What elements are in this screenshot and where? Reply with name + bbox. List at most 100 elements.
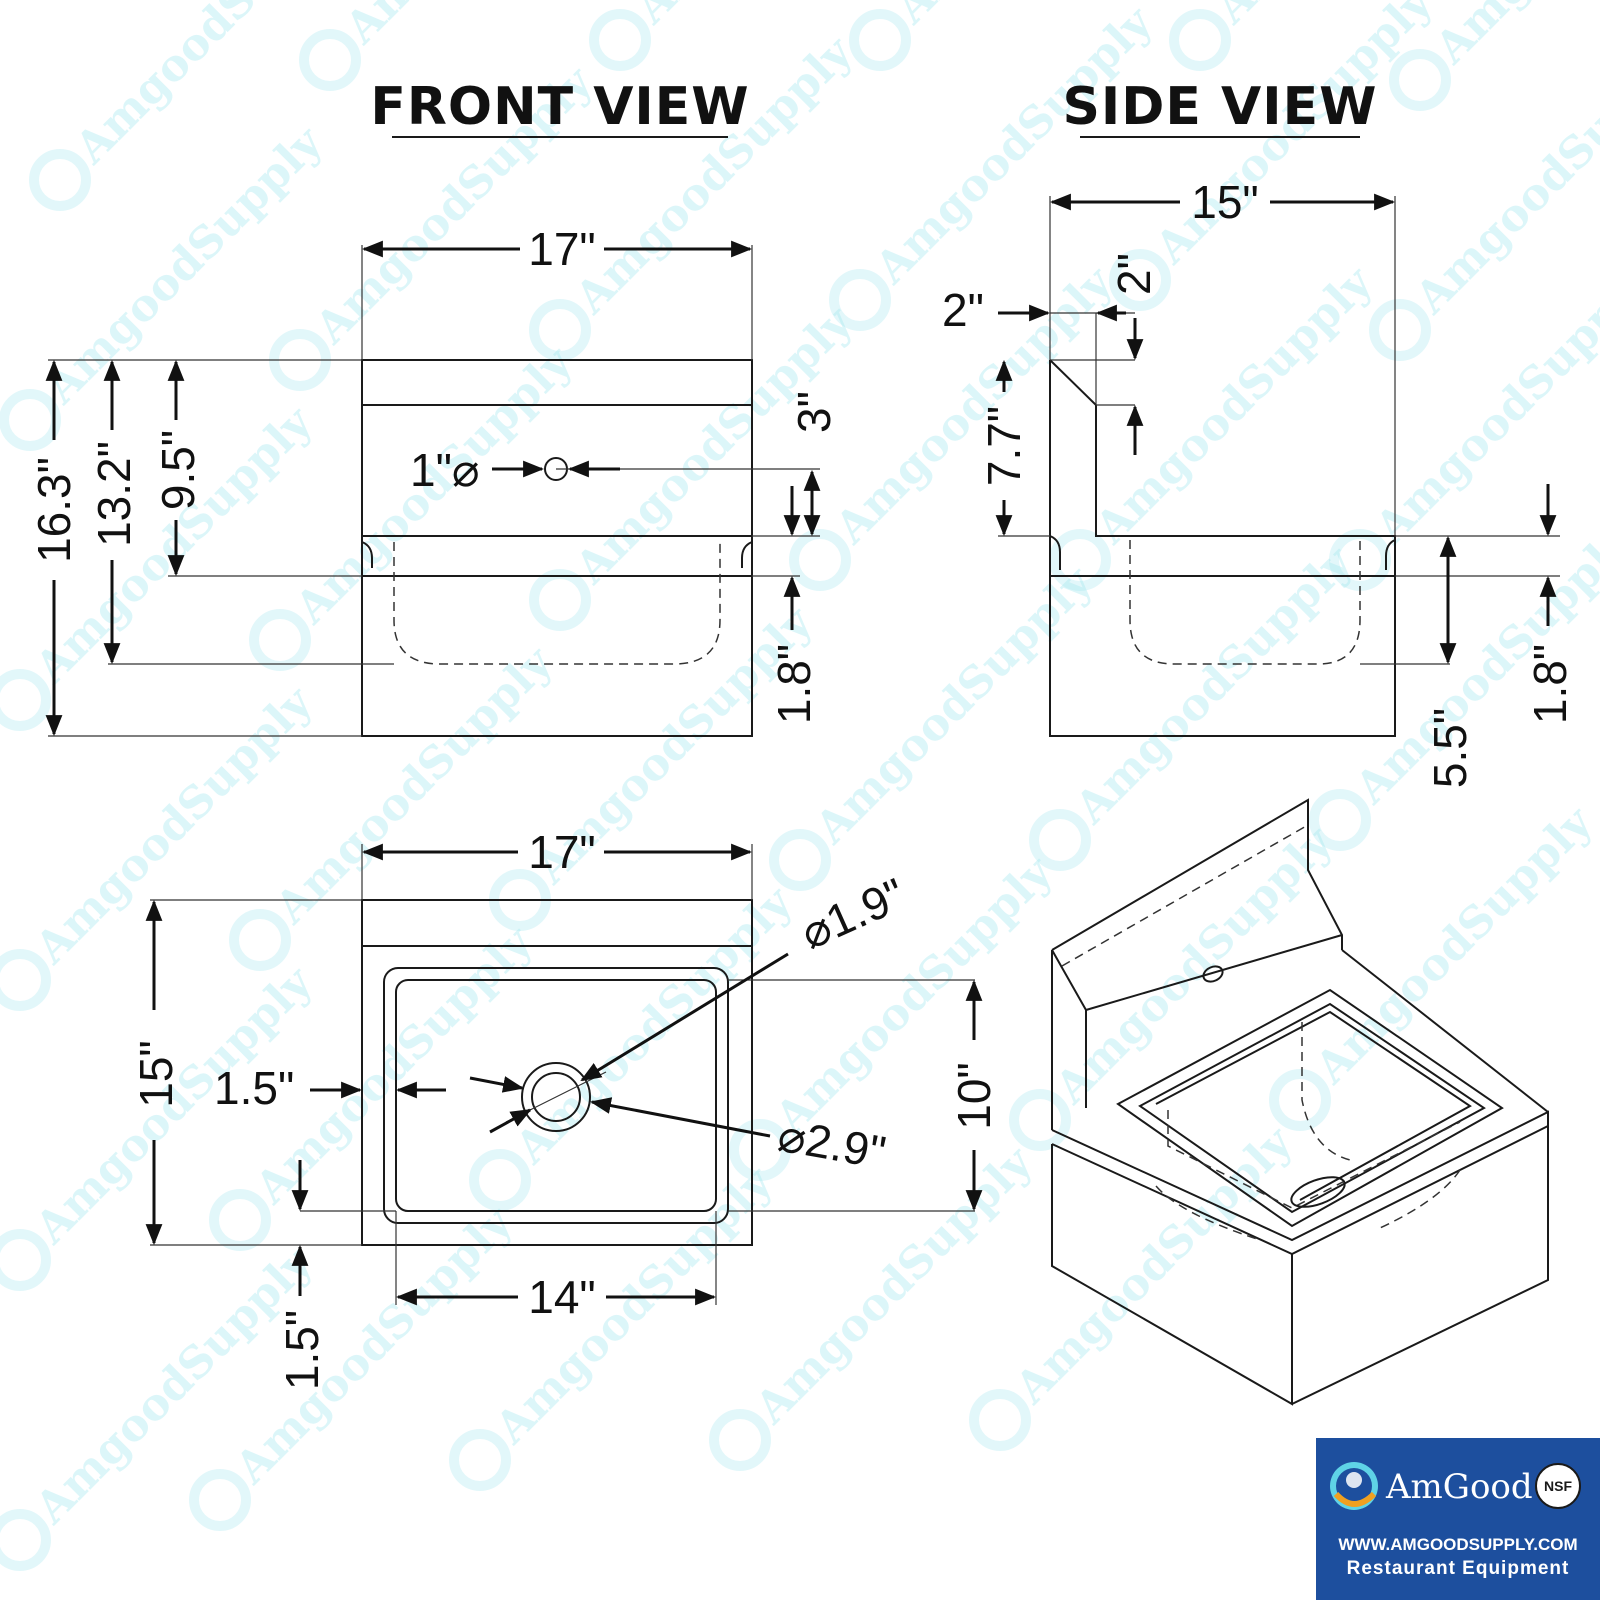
watermark-logo-icon: [189, 1469, 251, 1531]
side-backsplash-height-label: 7.7": [978, 406, 1030, 486]
watermark-logo-icon: [0, 669, 51, 731]
iso-apron: [1051, 1126, 1549, 1406]
watermark-logo-icon: [469, 1149, 531, 1211]
dim-arrow: [489, 1108, 532, 1134]
watermark-text: AmgoodSupply: [1005, 1116, 1303, 1414]
watermark-logo-icon: [0, 1229, 51, 1291]
side-view: SIDE VIEW 15" 2" 2" 7.7": [942, 77, 1576, 788]
watermark-text: AmgoodSupply: [225, 1196, 523, 1494]
brand-logo-icon: [1330, 1462, 1378, 1510]
watermark-text: AmgoodSupply: [265, 636, 563, 934]
watermark-logo-icon: [849, 9, 911, 71]
front-view: FRONT VIEW 17" 16.3" 13.2": [28, 77, 840, 737]
iso-faucet-hole: [1202, 965, 1224, 983]
front-bowl-hidden-line: [393, 542, 721, 665]
watermark-logo-icon: [1109, 249, 1171, 311]
brand-name: AmGood: [1385, 1467, 1533, 1507]
nsf-badge-icon: NSF: [1535, 1463, 1581, 1509]
top-depth-label: 15": [130, 1040, 182, 1108]
watermark-logo-icon: [0, 389, 61, 451]
iso-bowl-rim-outer: [1116, 988, 1504, 1228]
watermark-text: AmgoodSupply: [1065, 536, 1363, 834]
watermark-logo-icon: [529, 569, 591, 631]
top-left-margin-label: 1.5": [214, 1062, 294, 1114]
front-width-label: 17": [528, 223, 596, 275]
iso-bowl-rim-inner: [1138, 1002, 1486, 1214]
iso-backsplash-base: [1085, 934, 1343, 1011]
watermark-logo-icon: [789, 529, 851, 591]
front-inner-height-label: 9.5": [152, 430, 204, 510]
top-width-label: 17": [528, 826, 596, 878]
watermark-logo-icon: [249, 609, 311, 671]
brand-panel: AmGood NSF WWW.AMGOODSUPPLY.COM Restaura…: [1316, 1438, 1600, 1600]
iso-backsplash-top: [1051, 798, 1343, 951]
iso-hidden-line: [1061, 824, 1309, 967]
watermark-logo-icon: [969, 1389, 1031, 1451]
iso-drain: [1290, 1176, 1346, 1208]
top-bowl-depth-label: 10": [948, 1062, 1000, 1130]
front-view-title: FRONT VIEW: [370, 77, 749, 137]
front-backsplash-height-label: 13.2": [88, 441, 140, 547]
watermark-text: AmgoodSupply: [1425, 0, 1600, 74]
top-drain-outer: [521, 1062, 591, 1132]
watermark-text: AmgoodSupply: [335, 0, 633, 54]
watermark-logo-icon: [709, 1409, 771, 1471]
isometric-view: [1051, 798, 1549, 1406]
side-bowl-depth-label: 5.5": [1424, 708, 1476, 788]
dim-arrow: [589, 1097, 771, 1138]
watermark-logo-icon: [529, 299, 591, 361]
top-drain-inner: [531, 1072, 581, 1122]
watermark-logo-icon: [729, 1119, 791, 1181]
side-depth-label: 15": [1191, 176, 1259, 228]
iso-deck-front: [1051, 1110, 1549, 1242]
side-profile-outline: [1049, 359, 1396, 737]
watermark-logo-icon: [1169, 9, 1231, 71]
top-bowl-outer: [383, 967, 729, 1224]
watermark-logo-icon: [209, 1189, 271, 1251]
dim-arrow: [580, 952, 789, 1082]
top-body-outline: [361, 899, 753, 1246]
watermark-text: AmgoodSupply: [565, 296, 863, 594]
brand-url: WWW.AMGOODSUPPLY.COM: [1338, 1535, 1577, 1554]
front-hole-label: 1"⌀: [410, 444, 480, 496]
brand-tagline: Restaurant Equipment: [1347, 1558, 1570, 1579]
side-lip-label: 1.8": [1524, 644, 1576, 724]
side-top-height-label: 2": [1108, 253, 1160, 295]
watermark-logo-icon: [299, 29, 361, 91]
front-body-outline: [361, 359, 753, 737]
top-drain-outer-label: ⌀2.9": [774, 1109, 889, 1179]
front-hole-offset-label: 3": [788, 391, 840, 433]
front-total-height-label: 16.3": [28, 457, 80, 563]
iso-outline-line: [1051, 1125, 1549, 1256]
watermark-logo-icon: [229, 909, 291, 971]
side-view-title: SIDE VIEW: [1062, 77, 1377, 137]
top-bowl-width-label: 14": [528, 1271, 596, 1323]
side-lip-curve: [1049, 535, 1396, 570]
watermark-logo-icon: [1029, 809, 1091, 871]
watermark-logo-icon: [0, 949, 51, 1011]
watermark-logo-icon: [1389, 49, 1451, 111]
iso-hidden-line: [1155, 1169, 1461, 1241]
front-lip-label: 1.8": [768, 644, 820, 724]
dim-arrow: [469, 1076, 525, 1093]
watermark-logo-icon: [29, 149, 91, 211]
nsf-badge-text: NSF: [1544, 1478, 1572, 1494]
iso-bowl-hidden: [1167, 1022, 1461, 1209]
watermark-logo-icon: [769, 829, 831, 891]
iso-outline-line: [1155, 1010, 1472, 1201]
watermark-logo-icon: [829, 269, 891, 331]
watermark-logo-icon: [449, 1429, 511, 1491]
side-bowl-hidden-line: [1129, 540, 1361, 665]
watermark-logo-icon: [1309, 789, 1371, 851]
watermark-logo-icon: [0, 1509, 51, 1571]
side-top-width-label: 2": [942, 284, 984, 336]
front-lip-curve: [361, 541, 753, 568]
watermark-text: AmgoodSupply: [565, 26, 863, 324]
watermark-logo-icon: [1269, 1069, 1331, 1131]
watermark-logo-icon: [1369, 299, 1431, 361]
watermark-text: AmgoodSupply: [1405, 26, 1600, 324]
watermark-logo-icon: [1049, 529, 1111, 591]
watermark-logo-icon: [589, 9, 651, 71]
iso-outline-line: [1341, 949, 1549, 1113]
